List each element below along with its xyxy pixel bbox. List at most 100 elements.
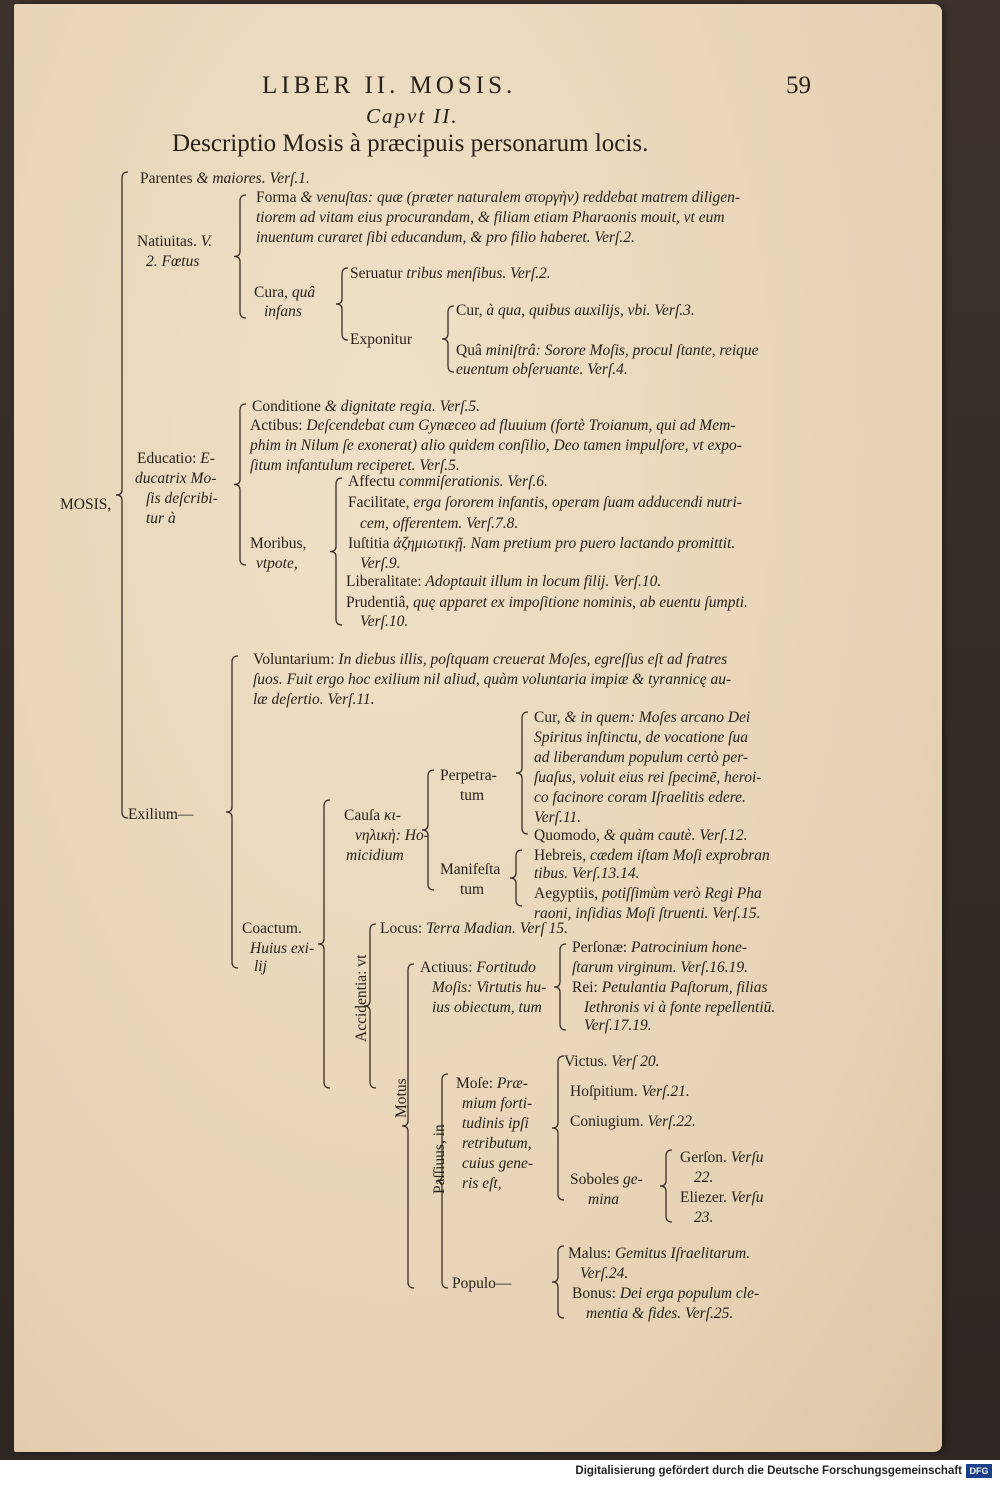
line-gloss: ge- — [619, 1171, 643, 1188]
tree-line: Exponitur — [350, 330, 412, 349]
line-gloss: retributum, — [462, 1135, 532, 1152]
tree-line: euentum obſeruante. Verſ.4. — [456, 360, 628, 379]
tree-line: Hoſpitium. Verſ.21. — [570, 1082, 690, 1101]
line-label: Moribus, — [250, 535, 307, 552]
tree-line: ducatrix Mo- — [135, 469, 216, 488]
line-label: Iuſtitia — [348, 535, 390, 552]
tree-line: cuius gene- — [462, 1154, 533, 1173]
line-label: Coniugium. — [570, 1113, 644, 1130]
tree-line: Coactum. — [242, 919, 302, 938]
tree-line: læ deſertio. Verſ.11. — [253, 690, 375, 709]
dfg-logo: DFG — [966, 1464, 992, 1478]
tree-line: tum — [460, 880, 484, 899]
tree-line: νηλικὴ: Ho- — [355, 826, 429, 845]
tree-line: Natiuitas. V. — [137, 232, 212, 251]
line-label: Quâ — [456, 342, 482, 359]
tree-line: inuentum curaret ſibi educandum, & pro f… — [256, 228, 635, 247]
line-gloss: erga ſororem infantis, operam ſuam adduc… — [409, 494, 742, 511]
tree-line: phim in Nilum ſe exonerat) alio quidem c… — [250, 436, 742, 455]
line-label: Soboles — [570, 1171, 620, 1188]
line-gloss: phim in Nilum ſe exonerat) alio quidem c… — [250, 437, 742, 454]
line-label: Cur, — [534, 709, 561, 726]
tree-line: Verſ.10. — [360, 612, 408, 631]
line-label: Exilium— — [128, 806, 194, 823]
tree-line: ius obiectum, tum — [432, 998, 542, 1017]
tree-line: raoni, inſidias Moſi ſtruenti. Verſ.15. — [534, 904, 760, 923]
line-label: tum — [460, 881, 485, 898]
tree-line: Rei: Petulantia Paſtorum, filias — [572, 978, 767, 997]
tree-line: ſitum infantulum reciperet. Verſ.5. — [250, 456, 460, 475]
line-gloss: cædem iſtam Moſi exprobran — [586, 847, 770, 864]
tree-line: Verſ.24. — [580, 1264, 628, 1283]
line-gloss: ducatrix Mo- — [135, 470, 217, 487]
vertical-label: Motus — [393, 1078, 410, 1118]
tree-line: Educatio: E- — [137, 449, 215, 468]
tree-line: Perpetra- — [440, 766, 497, 785]
line-gloss: & venuſtas: quæ (præter naturalem στοργὴ… — [296, 189, 741, 206]
tree-line: Malus: Gemitus Iſraelitarum. — [568, 1244, 750, 1263]
tree-line: Conditione & dignitate regia. Verſ.5. — [252, 397, 480, 416]
line-gloss: micidium — [346, 847, 404, 864]
line-gloss: mentia & fides. Verſ.25. — [586, 1305, 734, 1322]
line-gloss: νηλικὴ: Ho- — [355, 827, 429, 844]
line-gloss: læ deſertio. Verſ.11. — [253, 691, 375, 708]
tree-line: Bonus: Dei erga populum cle- — [572, 1284, 759, 1303]
line-gloss: E- — [196, 450, 215, 467]
line-label: Hebreis, — [534, 847, 587, 864]
tree-line: Seruatur tribus menſibus. Verſ.2. — [350, 264, 551, 283]
line-gloss: & maiores. Verſ.1. — [192, 170, 310, 187]
tree-line: Voluntarium: In diebus illis, poſtquam c… — [253, 650, 727, 669]
tree-line: Actiuus: Fortitudo — [420, 958, 536, 977]
line-label: Malus: — [568, 1245, 612, 1262]
line-gloss: Verſ.22. — [643, 1113, 696, 1130]
line-label: Cura, — [254, 284, 289, 301]
line-gloss: Petulantia Paſtorum, filias — [597, 979, 768, 996]
tree-line: Locus: Terra Madian. Verſ 15. — [380, 919, 568, 938]
tree-line: ſuos. Fuit ergo hoc exilium nil aliud, q… — [253, 670, 731, 689]
line-label: Populo— — [452, 1275, 512, 1292]
running-title: LIBER II. MOSIS. — [262, 72, 517, 99]
tree-line: 23. — [694, 1208, 713, 1227]
line-label: Hoſpitium. — [570, 1083, 638, 1100]
line-gloss: ius obiectum, tum — [432, 999, 542, 1016]
line-gloss: ad liberandum populum certò per- — [534, 749, 749, 766]
tree-line: Verſ.11. — [534, 808, 581, 827]
line-gloss: Verſ.11. — [534, 809, 582, 826]
line-gloss: Moſis: Virtutis hu- — [432, 979, 547, 996]
line-gloss: quâ — [288, 284, 316, 301]
line-gloss: Dei erga populum cle- — [615, 1285, 760, 1302]
line-gloss: ſuos. Fuit ergo hoc exilium nil aliud, q… — [253, 671, 732, 688]
line-gloss: co facinore coram Iſraelitis edere. — [534, 789, 746, 806]
tree-line: Prudentiâ, quę apparet ex impoſitione no… — [346, 593, 748, 612]
tree-line: Iethronis vi à fonte repellentiū. — [584, 998, 775, 1017]
line-label: Facilitate, — [348, 494, 410, 511]
line-label: Aegyptiis, — [534, 885, 599, 902]
line-gloss: miniſtrâ: Sorore Moſis, procul ſtante, r… — [481, 342, 759, 359]
tree-line: Aegyptiis, potiſſimùm verò Regi Pha — [534, 884, 762, 903]
line-label: Quomodo, — [534, 827, 600, 844]
line-gloss: ris eſt, — [462, 1175, 502, 1192]
vertical-label: Paſſiuus, in — [431, 1124, 448, 1194]
tree-line: Liberalitate: Adoptauit illum in locum f… — [346, 572, 661, 591]
line-label: Conditione — [252, 398, 321, 415]
line-label: Victus. — [564, 1053, 608, 1070]
line-label: Gerſon. — [680, 1149, 727, 1166]
tree-line: Cur, à qua, quibus auxilijs, vbi. Verſ.3… — [456, 301, 695, 320]
line-gloss: Præ- — [493, 1075, 528, 1092]
tree-line: ris eſt, — [462, 1174, 502, 1193]
line-label: Prudentiâ, — [346, 594, 410, 611]
line-gloss: cem, offerentem. Verſ.7.8. — [360, 515, 519, 532]
line-label: Liberalitate: — [346, 573, 422, 590]
line-gloss: Verſu — [726, 1189, 764, 1206]
tree-line: Moribus, — [250, 534, 306, 553]
line-label: Eliezer. — [680, 1189, 727, 1206]
line-label: Actibus: — [250, 417, 303, 434]
line-gloss: Terra Madian. Verſ 15. — [422, 920, 569, 937]
line-gloss: Fortitudo — [472, 959, 536, 976]
line-label: Manifeſta — [440, 861, 501, 878]
tree-line: vtpote, — [256, 554, 298, 573]
page-number: 59 — [786, 72, 811, 99]
line-gloss: cuius gene- — [462, 1155, 534, 1172]
line-gloss: vtpote, — [256, 555, 298, 572]
line-gloss: Iethronis vi à fonte repellentiū. — [584, 999, 776, 1016]
